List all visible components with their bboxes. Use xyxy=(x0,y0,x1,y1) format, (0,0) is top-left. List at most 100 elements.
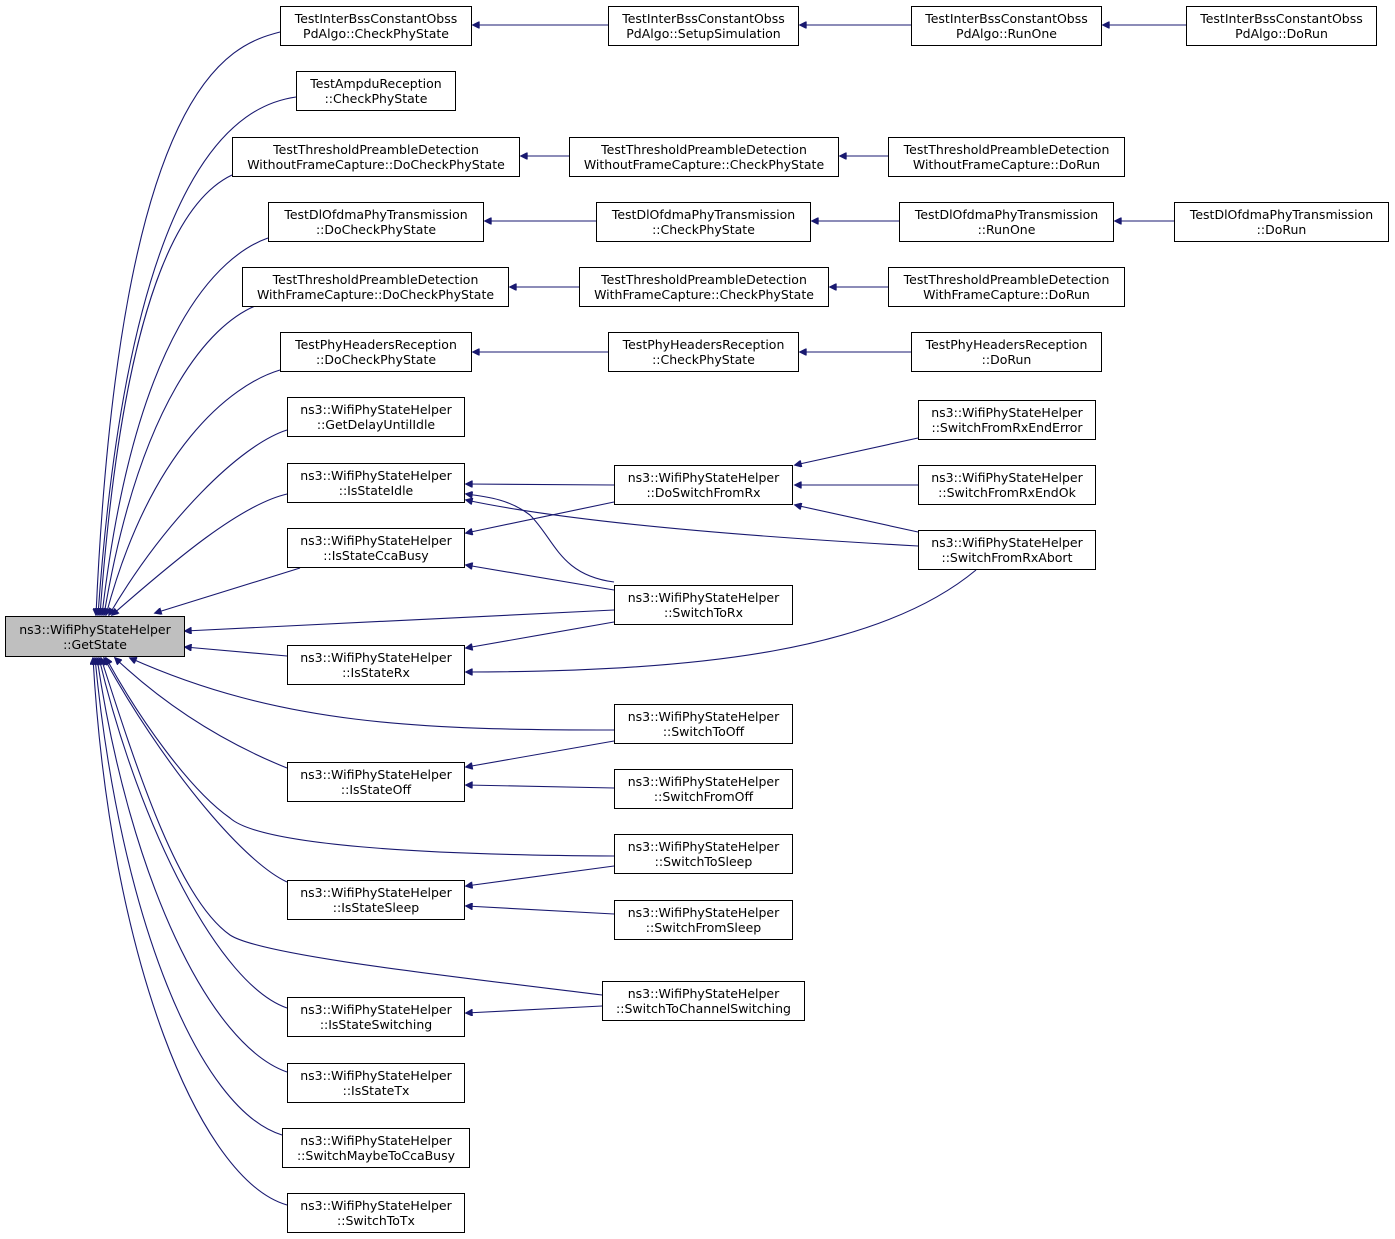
node-line-2: ::IsStateSleep xyxy=(332,900,420,915)
node-switchfromrxendok[interactable]: ns3::WifiPhyStateHelper ::SwitchFromRxEn… xyxy=(918,465,1096,505)
node-line-1: ns3::WifiPhyStateHelper xyxy=(300,468,452,483)
node-ibss-runone[interactable]: TestInterBssConstantObss PdAlgo::RunOne xyxy=(911,6,1102,46)
node-line-2: ::DoRun xyxy=(1256,222,1307,237)
node-ibss-checkphystate[interactable]: TestInterBssConstantObss PdAlgo::CheckPh… xyxy=(280,6,472,46)
node-ibss-dorun[interactable]: TestInterBssConstantObss PdAlgo::DoRun xyxy=(1186,6,1377,46)
node-switchmaybetoccabusy[interactable]: ns3::WifiPhyStateHelper ::SwitchMaybeToC… xyxy=(282,1128,470,1168)
node-isstateidle[interactable]: ns3::WifiPhyStateHelper ::IsStateIdle xyxy=(287,463,465,503)
edge-rxabort-to-isidle xyxy=(466,500,919,547)
node-tpdw-dorun[interactable]: TestThresholdPreambleDetection WithFrame… xyxy=(888,267,1125,307)
node-isstateswitching[interactable]: ns3::WifiPhyStateHelper ::IsStateSwitchi… xyxy=(287,997,465,1037)
node-line-1: TestInterBssConstantObss xyxy=(1200,11,1363,26)
node-ampdu-checkphystate[interactable]: TestAmpduReception ::CheckPhyState xyxy=(296,71,456,111)
edge-torx-to-isccabusy xyxy=(466,565,615,591)
node-line-1: ns3::WifiPhyStateHelper xyxy=(627,839,780,854)
node-line-1: ns3::WifiPhyStateHelper xyxy=(931,470,1083,485)
node-switchfromsleep[interactable]: ns3::WifiPhyStateHelper ::SwitchFromSlee… xyxy=(614,900,793,940)
node-dl-docheckphystate[interactable]: TestDlOfdmaPhyTransmission ::DoCheckPhyS… xyxy=(268,202,484,242)
edge-rxabort-to-isrx xyxy=(466,569,977,672)
node-line-1: TestThresholdPreambleDetection xyxy=(272,272,479,287)
node-line-2: PdAlgo::CheckPhyState xyxy=(303,26,449,41)
node-switchfromrxenderror[interactable]: ns3::WifiPhyStateHelper ::SwitchFromRxEn… xyxy=(918,400,1096,440)
node-dl-checkphystate[interactable]: TestDlOfdmaPhyTransmission ::CheckPhySta… xyxy=(596,202,811,242)
node-line-2: WithFrameCapture::DoCheckPhyState xyxy=(256,287,495,302)
edge-getdelay-to-getstate xyxy=(109,429,288,615)
node-switchfromrxabort[interactable]: ns3::WifiPhyStateHelper ::SwitchFromRxAb… xyxy=(918,530,1096,570)
node-tpdwo-docheckphystate[interactable]: TestThresholdPreambleDetection WithoutFr… xyxy=(232,137,520,177)
node-line-2: ::DoSwitchFromRx xyxy=(646,485,761,500)
node-phr-docheckphystate[interactable]: TestPhyHeadersReception ::DoCheckPhyStat… xyxy=(280,332,472,372)
node-line-1: ns3::WifiPhyStateHelper xyxy=(627,905,780,920)
node-line-2: ::SwitchToTx xyxy=(337,1213,415,1228)
node-line-2: ::SwitchMaybeToCcaBusy xyxy=(296,1148,456,1163)
edge-istx-to-getstate xyxy=(97,658,288,1073)
node-isstatesleep[interactable]: ns3::WifiPhyStateHelper ::IsStateSleep xyxy=(287,880,465,920)
node-tpdw-docheckphystate[interactable]: TestThresholdPreambleDetection WithFrame… xyxy=(242,267,509,307)
node-line-1: ns3::WifiPhyStateHelper xyxy=(300,533,452,548)
node-switchtosleep[interactable]: ns3::WifiPhyStateHelper ::SwitchToSleep xyxy=(614,834,793,874)
node-tpdwo-dorun[interactable]: TestThresholdPreambleDetection WithoutFr… xyxy=(888,137,1125,177)
edge-torx-to-isrx xyxy=(466,621,615,648)
edge-isccabusy-to-getstate xyxy=(155,567,301,613)
node-tpdw-checkphystate[interactable]: TestThresholdPreambleDetection WithFrame… xyxy=(579,267,829,307)
node-line-2: ::RunOne xyxy=(977,222,1036,237)
node-line-2: ::IsStateSwitching xyxy=(319,1017,433,1032)
node-doswitchfromrx[interactable]: ns3::WifiPhyStateHelper ::DoSwitchFromRx xyxy=(614,465,793,505)
node-tpdwo-checkphystate[interactable]: TestThresholdPreambleDetection WithoutFr… xyxy=(569,137,839,177)
node-line-1: ns3::WifiPhyStateHelper xyxy=(300,885,452,900)
node-line-1: TestDlOfdmaPhyTransmission xyxy=(914,207,1099,222)
node-getdelayuntilidle[interactable]: ns3::WifiPhyStateHelper ::GetDelayUntilI… xyxy=(287,397,465,437)
node-line-1: ns3::WifiPhyStateHelper xyxy=(300,402,452,417)
node-line-1: TestDlOfdmaPhyTransmission xyxy=(284,207,468,222)
node-line-2: ::SwitchToSleep xyxy=(654,854,753,869)
node-isstatetx[interactable]: ns3::WifiPhyStateHelper ::IsStateTx xyxy=(287,1063,465,1103)
node-phr-dorun[interactable]: TestPhyHeadersReception ::DoRun xyxy=(911,332,1102,372)
node-line-1: TestInterBssConstantObss xyxy=(294,11,458,26)
edge-ibss-cps-to-getstate xyxy=(96,31,281,615)
edge-tpdw-to-getstate xyxy=(104,305,256,615)
node-line-2: ::SwitchToRx xyxy=(664,605,743,620)
node-isstateoff[interactable]: ns3::WifiPhyStateHelper ::IsStateOff xyxy=(287,762,465,802)
edge-phr-to-getstate xyxy=(106,369,281,615)
node-switchtooff[interactable]: ns3::WifiPhyStateHelper ::SwitchToOff xyxy=(614,704,793,744)
node-line-1: ns3::WifiPhyStateHelper xyxy=(627,590,780,605)
node-switchtotx[interactable]: ns3::WifiPhyStateHelper ::SwitchToTx xyxy=(287,1193,465,1233)
node-phr-checkphystate[interactable]: TestPhyHeadersReception ::CheckPhyState xyxy=(608,332,799,372)
node-line-2: ::CheckPhyState xyxy=(324,91,428,106)
node-dl-runone[interactable]: TestDlOfdmaPhyTransmission ::RunOne xyxy=(899,202,1114,242)
node-dl-dorun[interactable]: TestDlOfdmaPhyTransmission ::DoRun xyxy=(1174,202,1389,242)
node-line-2: ::IsStateOff xyxy=(340,782,412,797)
node-line-1: TestDlOfdmaPhyTransmission xyxy=(611,207,796,222)
node-line-2: PdAlgo::DoRun xyxy=(1235,26,1328,41)
node-line-1: TestThresholdPreambleDetection xyxy=(903,272,1110,287)
node-line-1: TestThresholdPreambleDetection xyxy=(601,272,807,287)
node-switchtorx[interactable]: ns3::WifiPhyStateHelper ::SwitchToRx xyxy=(614,585,793,625)
node-line-2: PdAlgo::RunOne xyxy=(956,26,1057,41)
node-line-1: ns3::WifiPhyStateHelper xyxy=(627,470,780,485)
node-line-1: ns3::WifiPhyStateHelper xyxy=(300,650,452,665)
edge-tooff-to-getstate xyxy=(130,658,615,731)
edge-torx-to-isidle xyxy=(466,494,615,583)
node-switchtochannelswitching[interactable]: ns3::WifiPhyStateHelper ::SwitchToChanne… xyxy=(602,981,805,1021)
node-line-1: ns3::WifiPhyStateHelper xyxy=(300,1133,452,1148)
node-line-1: ns3::WifiPhyStateHelper xyxy=(300,767,452,782)
node-line-2: ::IsStateTx xyxy=(342,1083,410,1098)
node-line-2: ::DoRun xyxy=(981,352,1032,367)
node-isstaterx[interactable]: ns3::WifiPhyStateHelper ::IsStateRx xyxy=(287,645,465,685)
node-line-1: ns3::WifiPhyStateHelper xyxy=(627,709,780,724)
edge-tochswitch-to-getstate xyxy=(101,658,603,996)
node-line-1: TestInterBssConstantObss xyxy=(925,11,1088,26)
node-line-1: TestPhyHeadersReception xyxy=(295,337,457,352)
node-line-1: TestThresholdPreambleDetection xyxy=(273,142,479,157)
edge-tosleep-to-getstate xyxy=(106,658,615,857)
node-switchfromoff[interactable]: ns3::WifiPhyStateHelper ::SwitchFromOff xyxy=(614,769,793,809)
node-line-1: TestPhyHeadersReception xyxy=(925,337,1088,352)
node-isstateccabusy[interactable]: ns3::WifiPhyStateHelper ::IsStateCcaBusy xyxy=(287,528,465,568)
node-line-1: ns3::WifiPhyStateHelper xyxy=(19,621,171,637)
node-ibss-setupsimulation[interactable]: TestInterBssConstantObss PdAlgo::SetupSi… xyxy=(608,6,799,46)
node-line-2: WithFrameCapture::DoRun xyxy=(923,287,1090,302)
edge-ampdu-to-getstate xyxy=(98,96,297,615)
edge-tpdwo-to-getstate xyxy=(100,174,233,615)
edge-rxenderror-to-doswitchrx xyxy=(795,437,919,465)
